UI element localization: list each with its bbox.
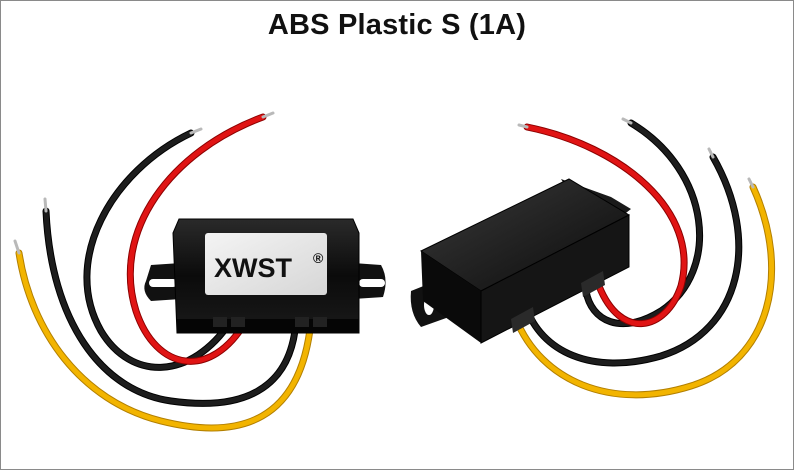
page-title: ABS Plastic S (1A): [267, 9, 527, 41]
right-converter-module: [410, 178, 631, 344]
brand-label-plate: [205, 233, 327, 295]
registered-mark: ®: [313, 250, 324, 266]
brand-label-text: XWST: [214, 253, 293, 283]
left-module-wires: [13, 111, 315, 432]
left-converter-module: XWST ®: [144, 218, 386, 334]
right-module-wires: [512, 117, 775, 399]
